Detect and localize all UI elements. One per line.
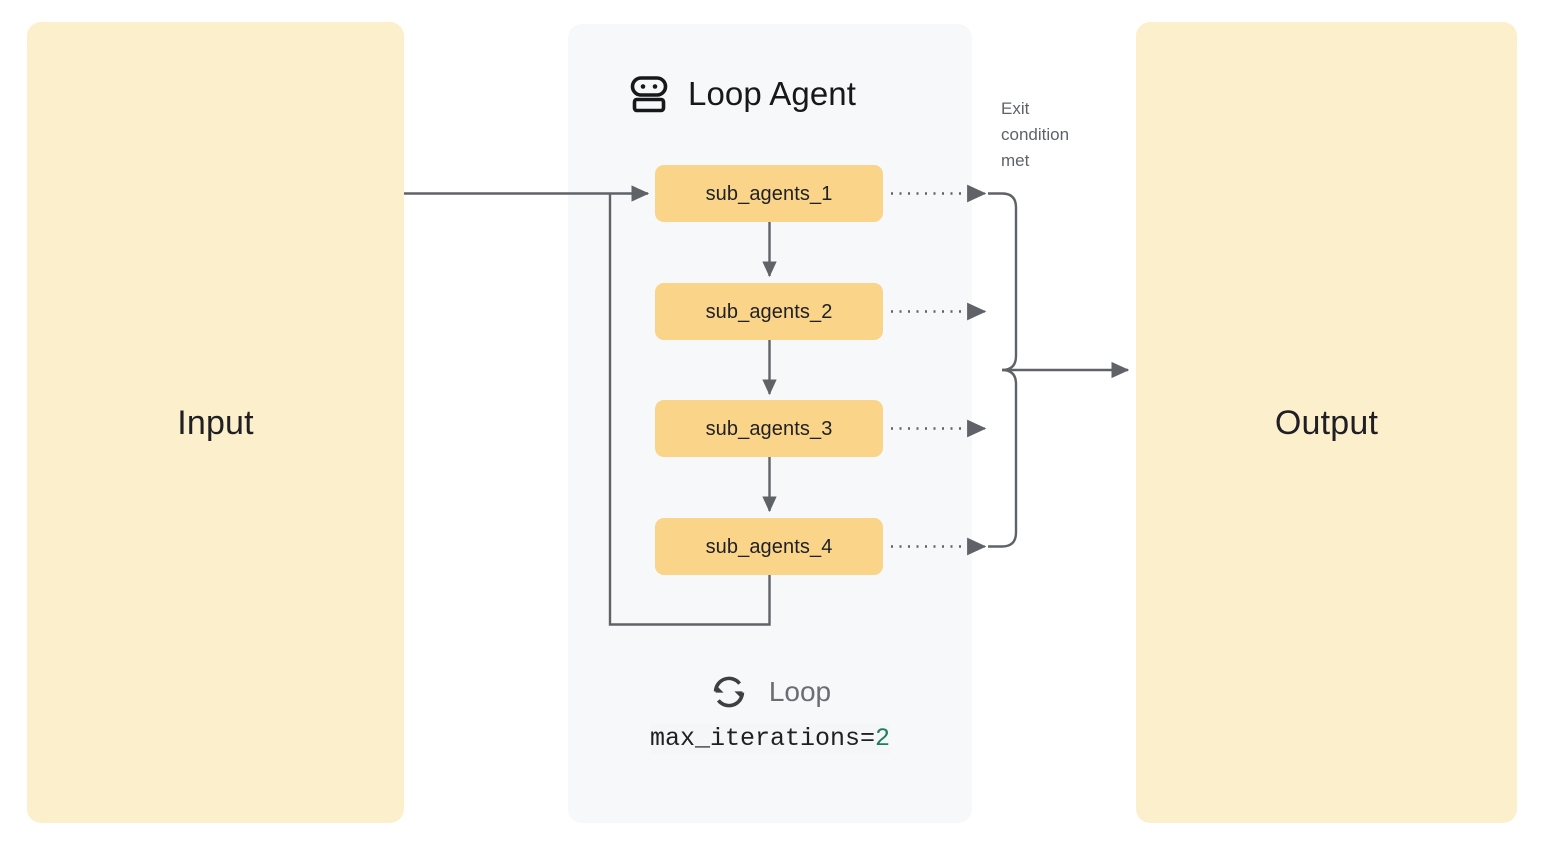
sub-agent-label: sub_agents_2 (705, 300, 833, 323)
max-iterations-key: max_iterations= (649, 724, 876, 753)
edge-exit-bracket (988, 192, 1018, 548)
sub-agent-box[interactable]: sub_agents_1 (655, 165, 883, 222)
output-label: Output (1274, 403, 1379, 442)
max-iterations-code: max_iterations=2 (649, 724, 891, 754)
sub-agent-label: sub_agents_4 (705, 535, 833, 558)
output-panel: Output (1136, 22, 1517, 823)
loop-badge: Loop (709, 672, 831, 712)
exit-condition-annotation: Exit condition met (1001, 99, 1070, 170)
max-iterations-value: 2 (875, 724, 891, 753)
robot-icon (628, 72, 670, 114)
sub-agent-box[interactable]: sub_agents_2 (655, 283, 883, 340)
input-label: Input (177, 403, 254, 442)
loop-label: Loop (768, 676, 832, 707)
loop-icon (709, 672, 749, 712)
input-panel: Input (27, 22, 404, 823)
loop-agent-title: Loop Agent (688, 74, 856, 112)
sub-agent-label: sub_agents_1 (705, 182, 833, 205)
sub-agent-box[interactable]: sub_agents_4 (655, 518, 883, 575)
sub-agent-box[interactable]: sub_agents_3 (655, 400, 883, 457)
sub-agent-label: sub_agents_3 (705, 417, 833, 440)
loop-footer: Loop max_iterations=2 (568, 672, 972, 754)
loop-agent-header: Loop Agent (628, 66, 856, 120)
